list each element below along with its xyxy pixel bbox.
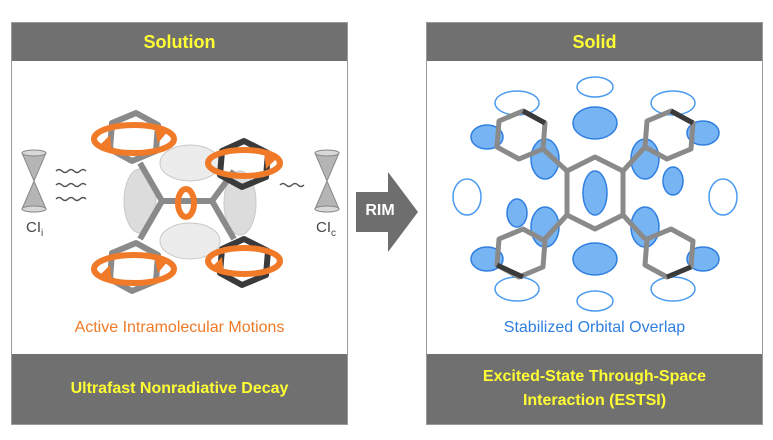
rim-label: RIM <box>365 202 395 219</box>
solid-caption: Stabilized Orbital Overlap <box>503 319 686 336</box>
rotation-arrows <box>91 122 283 286</box>
solid-panel: Solid <box>426 22 763 425</box>
blue-orbitals <box>470 106 720 276</box>
solid-footer-line-2: Interaction (ESTSI) <box>522 392 667 409</box>
solution-footer-line: Ultrafast Nonradiative Decay <box>70 380 289 397</box>
ci-label-left: CIi <box>26 219 44 239</box>
molecule-motion-illustration <box>21 110 340 294</box>
solution-panel: Solution <box>11 22 348 425</box>
cone-icon-left <box>21 149 47 213</box>
solid-footer: Excited-State Through-Space Interaction … <box>427 354 762 424</box>
solution-header: Solution <box>12 23 347 61</box>
wave-lines <box>55 168 305 202</box>
cone-icon-right <box>314 149 340 213</box>
solid-header: Solid <box>427 23 762 61</box>
solid-footer-line-1: Excited-State Through-Space <box>482 368 707 385</box>
solution-footer: Ultrafast Nonradiative Decay <box>12 354 347 424</box>
orbital-lobes <box>123 144 257 260</box>
orbital-overlap-illustration <box>452 76 738 312</box>
solution-caption: Active Intramolecular Motions <box>74 319 285 336</box>
rim-arrow <box>356 172 418 252</box>
arrow-heads <box>98 125 278 283</box>
ci-label-right: CIc <box>316 219 336 239</box>
